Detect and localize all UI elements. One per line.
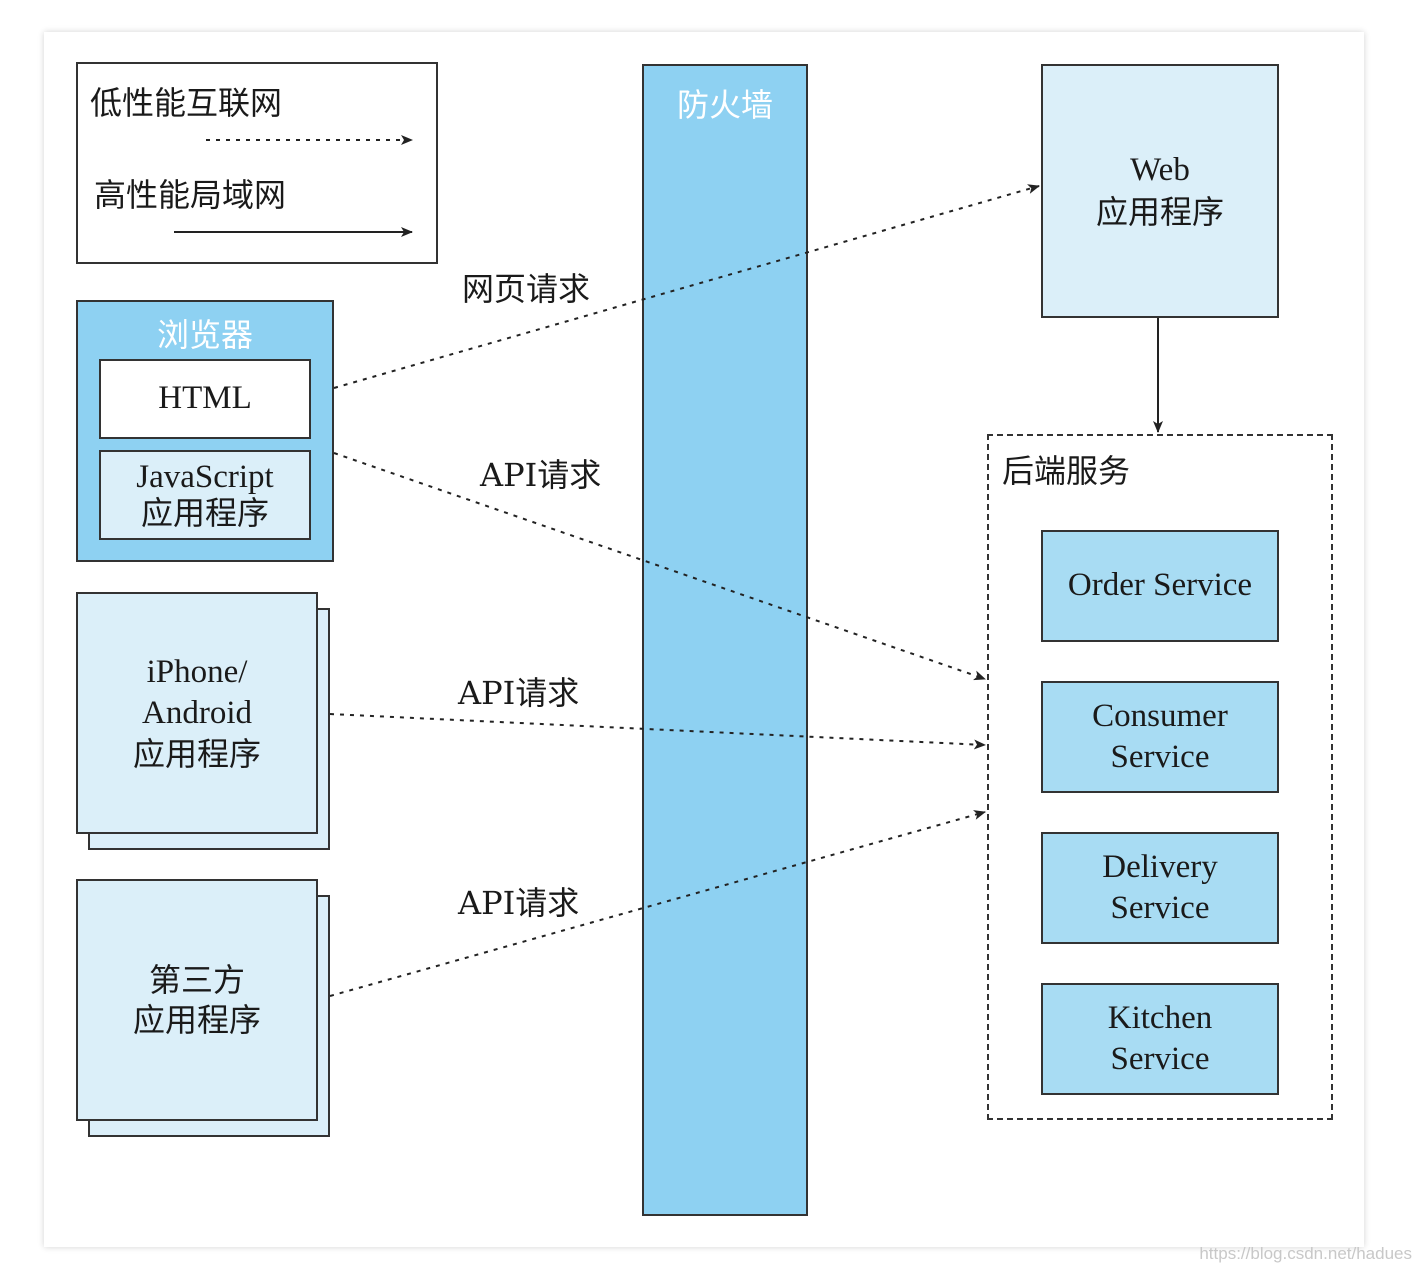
kitchen-service-box: Kitchen Service xyxy=(1041,983,1279,1095)
browser-title: 浏览器 xyxy=(156,316,253,354)
delivery-service-line2: Service xyxy=(1110,890,1210,926)
kitchen-service-line2: Service xyxy=(1110,1041,1210,1077)
firewall-label: 防火墙 xyxy=(676,86,773,124)
web-app-box: Web 应用程序 xyxy=(1041,64,1279,318)
browser-js-app-box: JavaScript 应用程序 xyxy=(99,450,311,540)
delivery-service-box: Delivery Service xyxy=(1041,832,1279,944)
watermark: https://blog.csdn.net/hadues xyxy=(1199,1244,1412,1263)
delivery-service-line1: Delivery xyxy=(1102,848,1218,885)
consumer-service-line2: Service xyxy=(1110,739,1210,775)
third-party-app-box: 第三方 应用程序 xyxy=(76,879,318,1121)
mobile-app-line1: iPhone/ xyxy=(146,653,248,690)
legend-high-perf-label: 高性能局域网 xyxy=(94,176,287,214)
edge-label-api-request-1: API请求 xyxy=(480,450,602,496)
legend-low-perf-label: 低性能互联网 xyxy=(90,84,283,122)
edge-label-web-request: 网页请求 xyxy=(462,264,591,310)
edge-label-api-request-1-text: API请求 xyxy=(480,456,602,494)
order-service-box: Order Service xyxy=(1041,530,1279,642)
web-app-line2: 应用程序 xyxy=(1095,192,1224,231)
firewall-bar xyxy=(642,64,808,1216)
edge-label-api-request-2-text: API请求 xyxy=(458,674,580,712)
edge-label-api-request-3-text: API请求 xyxy=(458,884,580,922)
edge-third-party-to-backend xyxy=(329,810,986,997)
browser-js-app-label: 应用程序 xyxy=(140,493,269,532)
consumer-service-line1: Consumer xyxy=(1092,697,1228,734)
backend-services-title: 后端服务 xyxy=(1002,452,1131,490)
edge-browser-js-to-backend xyxy=(333,452,986,681)
consumer-service-box: Consumer Service xyxy=(1041,681,1279,793)
mobile-app-box: iPhone/ Android 应用程序 xyxy=(76,592,318,834)
third-party-app-line1: 第三方 xyxy=(148,961,245,999)
edge-label-api-request-2: API请求 xyxy=(458,668,580,714)
mobile-app-line2: Android xyxy=(142,695,252,731)
edge-browser-to-web-app xyxy=(333,184,1040,389)
browser-js-label: JavaScript xyxy=(136,459,274,496)
legend-box xyxy=(76,62,438,264)
web-app-line1: Web xyxy=(1130,152,1190,189)
edge-mobile-to-backend xyxy=(329,713,986,750)
order-service-label: Order Service xyxy=(1067,567,1253,604)
browser-html-box: HTML xyxy=(99,359,311,439)
kitchen-service-line1: Kitchen xyxy=(1107,999,1213,1036)
third-party-app-line2: 应用程序 xyxy=(132,1001,261,1039)
browser-html-label: HTML xyxy=(158,380,252,417)
backend-services-group xyxy=(987,434,1333,1120)
mobile-app-line3: 应用程序 xyxy=(132,735,261,774)
edge-label-api-request-3: API请求 xyxy=(458,878,580,924)
